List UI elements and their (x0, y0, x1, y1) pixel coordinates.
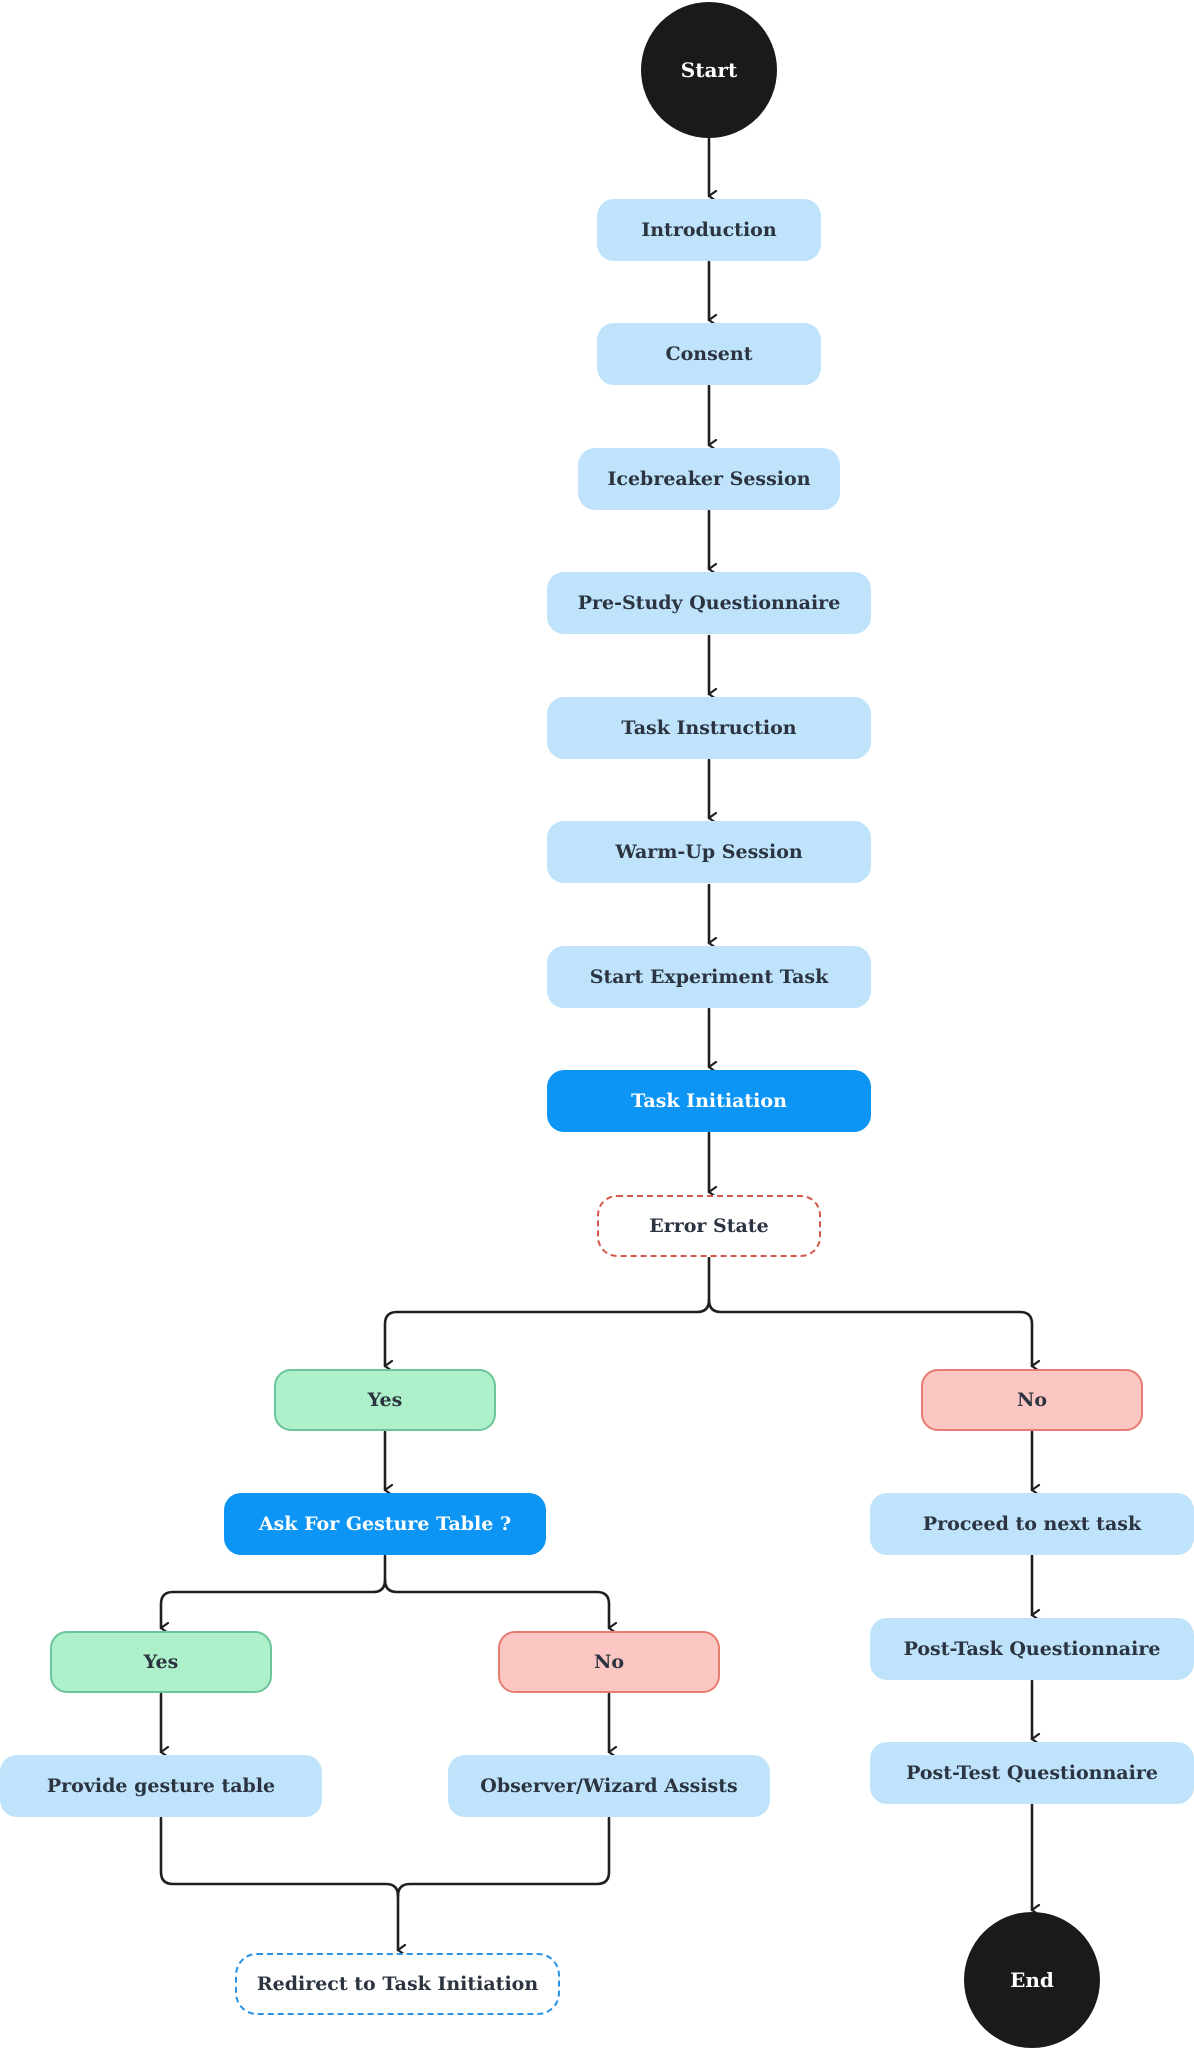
error-no-node: No (921, 1369, 1143, 1431)
observer-wizard-assists-node: Observer/Wizard Assists (448, 1755, 770, 1817)
edge-askgesture-no (383, 1578, 609, 1628)
task-instruction-node: Task Instruction (547, 697, 871, 759)
consent-node: Consent (597, 323, 821, 385)
gesture-no-node: No (498, 1631, 720, 1693)
post-task-questionnaire-node: Post-Task Questionnaire (870, 1618, 1194, 1680)
edge-providegesture-redirect (159, 1816, 398, 1950)
gesture-yes-node: Yes (50, 1631, 272, 1693)
introduction-node: Introduction (597, 199, 821, 261)
proceed-to-next-task-node: Proceed to next task (870, 1493, 1194, 1555)
edge-observer-redirect (396, 1816, 611, 1898)
edge-errorstate-no (707, 1298, 1032, 1366)
pre-study-questionnaire-node: Pre-Study Questionnaire (547, 572, 871, 634)
task-initiation-node: Task Initiation (547, 1070, 871, 1132)
edge-askgesture-yes (159, 1554, 387, 1628)
post-test-questionnaire-node: Post-Test Questionnaire (870, 1742, 1194, 1804)
error-yes-node: Yes (274, 1369, 496, 1431)
ask-gesture-table-node: Ask For Gesture Table ? (224, 1493, 546, 1555)
end-node: End (964, 1912, 1100, 2048)
redirect-to-task-initiation-node: Redirect to Task Initiation (235, 1953, 560, 2015)
edge-errorstate-yes (383, 1256, 711, 1366)
start-node: Start (641, 2, 777, 138)
start-experiment-task-node: Start Experiment Task (547, 946, 871, 1008)
icebreaker-node: Icebreaker Session (578, 448, 840, 510)
error-state-node: Error State (597, 1195, 821, 1257)
provide-gesture-table-node: Provide gesture table (0, 1755, 322, 1817)
warm-up-session-node: Warm-Up Session (547, 821, 871, 883)
